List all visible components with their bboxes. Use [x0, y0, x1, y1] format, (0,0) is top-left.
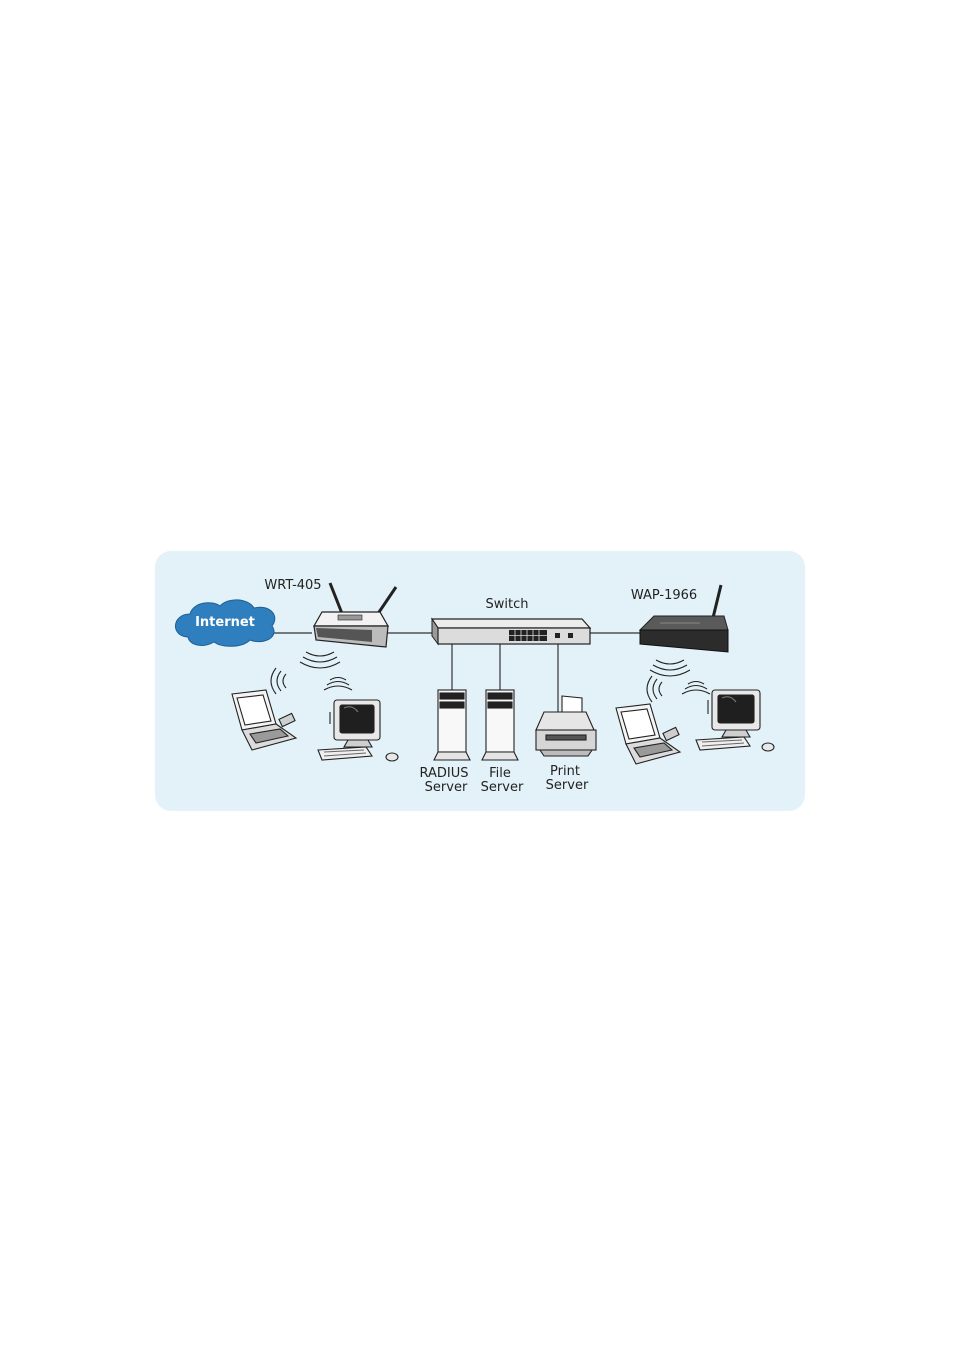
radius-label-line2: Server: [425, 780, 468, 795]
file-server-label-line1: File: [489, 766, 511, 781]
file-server-icon: [482, 690, 518, 760]
print-server-label-line2: Server: [546, 778, 589, 793]
radius-server-icon: [434, 690, 470, 760]
switch-icon: [432, 619, 590, 644]
print-server-label-line1: Print: [550, 764, 580, 779]
radius-label-line1: RADIUS: [419, 766, 468, 781]
file-server-label-line2: Server: [481, 780, 524, 795]
internet-label: Internet: [195, 615, 255, 630]
access-point-label: WAP-1966: [631, 588, 697, 603]
diagram-panel: [155, 551, 805, 811]
router-label: WRT-405: [264, 578, 321, 593]
switch-label: Switch: [486, 597, 529, 612]
